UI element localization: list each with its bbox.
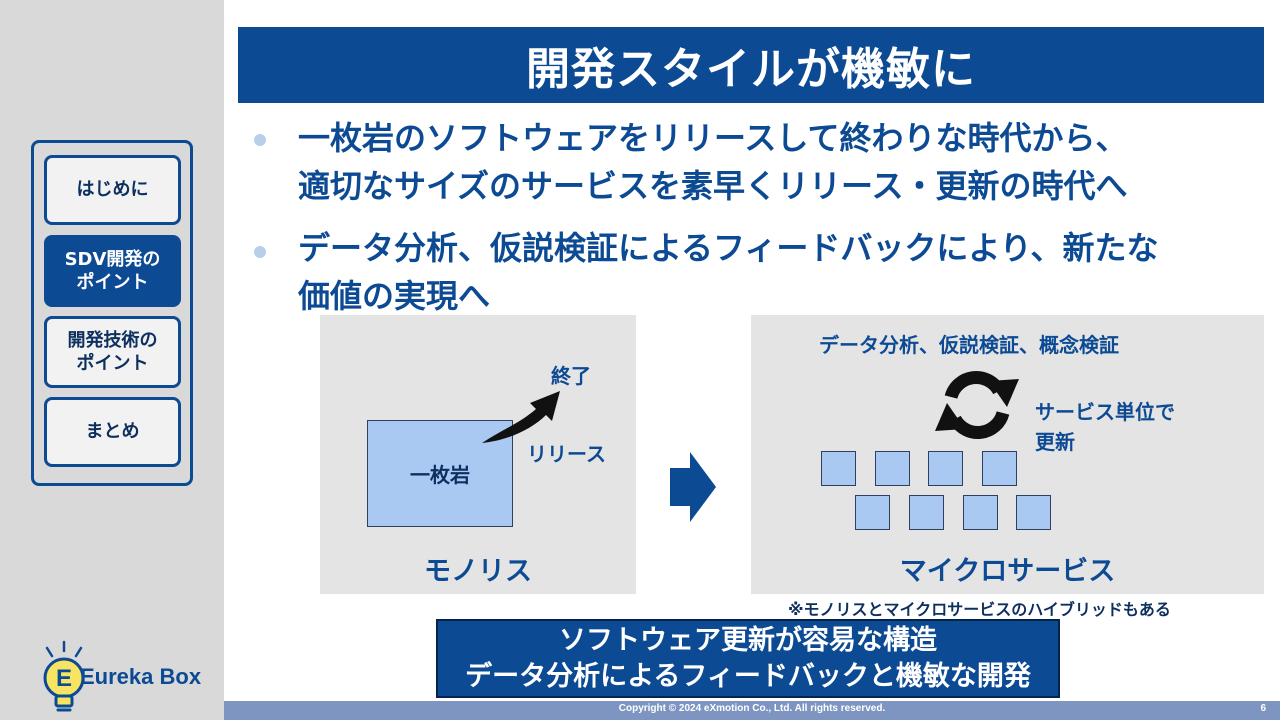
sidebar: はじめに SDV開発の ポイント 開発技術の ポイント まとめ E Eureka… bbox=[0, 0, 224, 720]
release-label: リリース bbox=[527, 442, 606, 466]
summary-box: ソフトウェア更新が容易な構造 データ分析によるフィードバックと機敏な開発 bbox=[436, 619, 1060, 698]
bullet-item: データ分析、仮説検証によるフィードバックにより、新たな 価値の実現へ bbox=[254, 229, 1264, 336]
bullet-line: データ分析、仮説検証によるフィードバックにより、新たな bbox=[298, 229, 1159, 267]
right-arrow-icon bbox=[670, 452, 716, 522]
nav-item-tech-points[interactable]: 開発技術の ポイント bbox=[44, 316, 181, 388]
service-update-label: サービス単位で 更新 bbox=[1035, 397, 1175, 457]
service-box bbox=[855, 495, 890, 530]
nav-item-label: まとめ bbox=[85, 421, 140, 443]
title-bar: 開発スタイルが機敏に bbox=[238, 27, 1264, 103]
bullet-dot bbox=[254, 134, 266, 146]
nav-item-summary[interactable]: まとめ bbox=[44, 397, 181, 467]
nav-item-label: ポイント bbox=[76, 353, 149, 374]
copyright-text: Copyright © 2024 eXmotion Co., Ltd. All … bbox=[618, 703, 886, 714]
page-number: 6 bbox=[1260, 703, 1266, 714]
footer-bar: Copyright © 2024 eXmotion Co., Ltd. All … bbox=[224, 701, 1280, 720]
service-box bbox=[982, 451, 1017, 486]
monolith-caption: モノリス bbox=[424, 556, 532, 587]
analysis-label: データ分析、仮説検証、概念検証 bbox=[819, 333, 1119, 357]
bullet-line: 価値の実現へ bbox=[298, 277, 491, 315]
logo-initial: E bbox=[56, 665, 72, 692]
nav-item-label: 開発技術の bbox=[67, 329, 158, 351]
nav-item-label: SDV開発の bbox=[64, 248, 161, 270]
service-box bbox=[963, 495, 998, 530]
bullet-line: 適切なサイズのサービスを素早くリリース・更新の時代へ bbox=[298, 167, 1128, 205]
nav-item-label: はじめに bbox=[76, 179, 149, 201]
service-update-line: サービス単位で bbox=[1035, 400, 1175, 424]
monolith-box: 一枚岩 bbox=[367, 420, 513, 527]
logo-text: Eureka Box bbox=[80, 664, 202, 689]
bullet-dot bbox=[254, 246, 266, 258]
service-box bbox=[928, 451, 963, 486]
service-update-line: 更新 bbox=[1035, 430, 1075, 454]
monolith-box-label: 一枚岩 bbox=[410, 463, 470, 487]
release-curved-arrow-icon bbox=[482, 391, 560, 443]
service-box bbox=[875, 451, 910, 486]
bullet-item: 一枚岩のソフトウェアをリリースして終わりな時代から、 適切なサイズのサービスを素… bbox=[254, 119, 1264, 224]
service-box bbox=[909, 495, 944, 530]
lightbulb-icon: E bbox=[43, 640, 85, 712]
slide-title: 開発スタイルが機敏に bbox=[526, 44, 976, 95]
summary-line: データ分析によるフィードバックと機敏な開発 bbox=[465, 661, 1031, 692]
refresh-cycle-icon bbox=[935, 370, 1019, 440]
service-box bbox=[821, 451, 856, 486]
hybrid-note: ※モノリスとマイクロサービスのハイブリッドもある bbox=[788, 600, 1171, 619]
service-box bbox=[1016, 495, 1051, 530]
microservice-panel: データ分析、仮説検証、概念検証 サービス単位で 更新 マイクロサービス bbox=[751, 315, 1264, 594]
end-label: 終了 bbox=[551, 364, 591, 388]
nav-item-sdv-points[interactable]: SDV開発の ポイント bbox=[44, 235, 181, 307]
monolith-panel: 一枚岩 終了 リリース モノリス bbox=[320, 315, 636, 594]
section-nav: はじめに SDV開発の ポイント 開発技術の ポイント まとめ bbox=[31, 140, 193, 486]
nav-item-label: ポイント bbox=[76, 272, 149, 293]
microservice-caption: マイクロサービス bbox=[899, 556, 1116, 587]
summary-line: ソフトウェア更新が容易な構造 bbox=[559, 625, 937, 656]
nav-item-intro[interactable]: はじめに bbox=[44, 155, 181, 225]
bullet-line: 一枚岩のソフトウェアをリリースして終わりな時代から、 bbox=[298, 119, 1128, 157]
